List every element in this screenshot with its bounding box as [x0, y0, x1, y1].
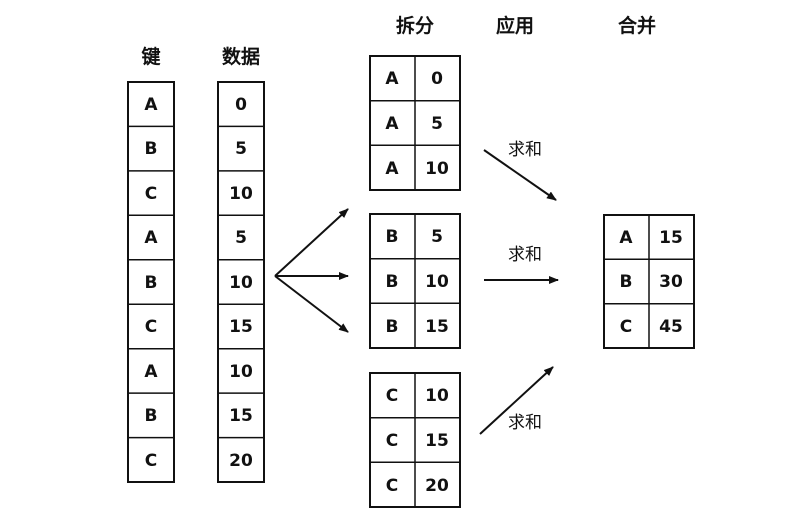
data-cell: 10	[229, 362, 253, 382]
data-cell: 15	[229, 317, 253, 337]
group-value-cell: 20	[425, 476, 449, 496]
data-cell: 5	[235, 139, 247, 159]
key-cell: B	[145, 139, 158, 159]
group-value-cell: 10	[425, 272, 449, 292]
key-cell: C	[145, 184, 157, 204]
data-cell: 10	[229, 184, 253, 204]
data-cell: 10	[229, 273, 253, 293]
split-arrow	[274, 208, 349, 277]
split-arrows	[274, 208, 349, 333]
group-key-cell: A	[385, 114, 399, 134]
combine-step-header: 合并	[618, 14, 656, 37]
key-column: A B C A B C A B C	[127, 81, 175, 483]
split-step-header: 拆分	[396, 14, 434, 37]
result-key-cell: A	[619, 228, 633, 248]
key-cell: B	[145, 273, 158, 293]
group-value-cell: 10	[425, 386, 449, 406]
result-sum-cell: 45	[659, 317, 683, 337]
data-cell: 0	[235, 95, 247, 115]
result-sum-cell: 30	[659, 272, 683, 292]
apply-arrow	[479, 366, 554, 435]
data-column-header: 数据	[222, 45, 260, 68]
sum-operation-label: 求和	[508, 245, 542, 265]
key-cell: A	[144, 228, 158, 248]
data-column: 0 5 10 5 10 15 10 15 20	[217, 81, 265, 483]
group-key-cell: C	[386, 476, 398, 496]
key-cell: A	[144, 362, 158, 382]
split-group-a: A 0 A 5 A 10	[369, 55, 461, 191]
sum-operation-label: 求和	[508, 140, 542, 160]
combined-result-table: A 15 B 30 C 45	[603, 214, 695, 349]
group-value-cell: 5	[431, 114, 443, 134]
group-key-cell: B	[386, 317, 399, 337]
group-value-cell: 10	[425, 159, 449, 179]
result-sum-cell: 15	[659, 228, 683, 248]
key-cell: A	[144, 95, 158, 115]
group-key-cell: A	[385, 69, 399, 89]
key-cell: B	[145, 406, 158, 426]
group-value-cell: 15	[425, 431, 449, 451]
group-key-cell: B	[386, 227, 399, 247]
sum-operation-label: 求和	[508, 413, 542, 433]
result-key-cell: C	[620, 317, 632, 337]
key-cell: C	[145, 317, 157, 337]
group-key-cell: C	[386, 431, 398, 451]
group-value-cell: 0	[431, 69, 443, 89]
apply-operations: 求和 求和 求和	[479, 140, 559, 435]
split-group-b: B 5 B 10 B 15	[369, 213, 461, 349]
data-cell: 15	[229, 406, 253, 426]
key-cell: C	[145, 451, 157, 471]
apply-arrow	[483, 149, 557, 201]
data-cell: 20	[229, 451, 253, 471]
apply-step-header: 应用	[496, 14, 534, 37]
key-column-header: 键	[140, 45, 160, 68]
data-cell: 5	[235, 228, 247, 248]
split-group-c: C 10 C 15 C 20	[369, 372, 461, 508]
group-key-cell: C	[386, 386, 398, 406]
split-arrow	[274, 275, 349, 333]
group-key-cell: B	[386, 272, 399, 292]
result-key-cell: B	[620, 272, 633, 292]
group-key-cell: A	[385, 159, 399, 179]
group-value-cell: 5	[431, 227, 443, 247]
group-value-cell: 15	[425, 317, 449, 337]
